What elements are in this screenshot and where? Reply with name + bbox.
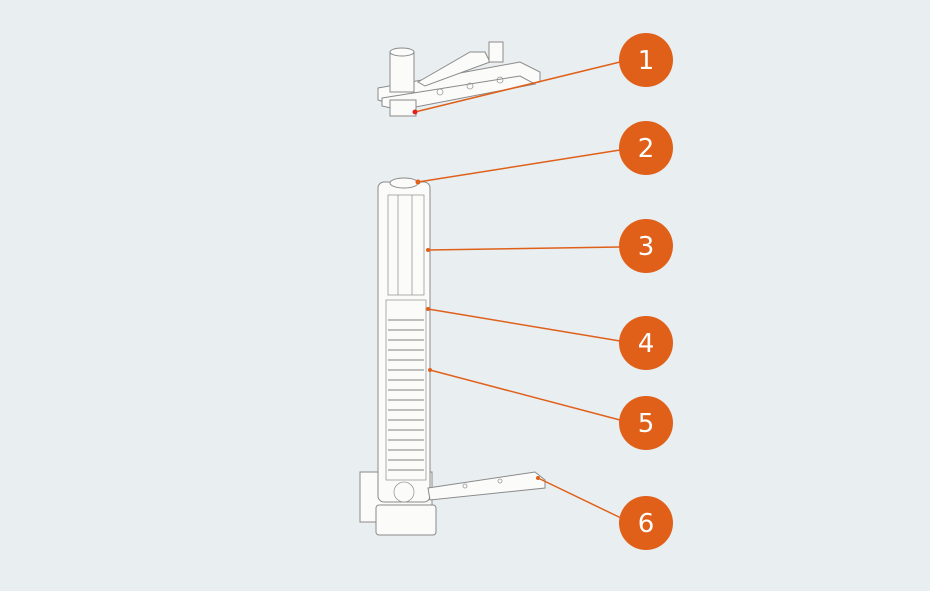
leader-line-6	[537, 477, 622, 519]
svg-text:4: 4	[638, 329, 655, 359]
callout-2: 2	[619, 121, 673, 175]
callout-dot-4	[426, 307, 430, 311]
callout-4: 4	[619, 316, 673, 370]
callout-6: 6	[619, 496, 673, 550]
svg-text:1: 1	[638, 46, 655, 76]
callout-dot-1	[412, 109, 418, 115]
callout-3: 3	[619, 219, 673, 273]
svg-text:3: 3	[638, 232, 655, 262]
leader-line-4	[427, 308, 621, 342]
svg-text:2: 2	[638, 134, 655, 164]
floor-spring-illustration	[359, 177, 546, 536]
callout-1: 1	[619, 33, 673, 87]
leader-line-3	[427, 246, 621, 251]
leader-line-2	[417, 149, 621, 183]
leader-lines	[414, 61, 622, 519]
leader-line-5	[429, 369, 621, 421]
callout-5: 5	[619, 396, 673, 450]
callout-dot-6	[536, 476, 540, 480]
callout-dot-3	[426, 248, 430, 252]
spring-coils	[388, 319, 424, 471]
top-pivot-illustration	[377, 41, 541, 117]
callout-dot-5	[428, 368, 432, 372]
leader-line-1	[414, 61, 621, 113]
svg-text:5: 5	[638, 409, 655, 439]
svg-text:6: 6	[638, 509, 655, 539]
callout-dot-2	[415, 179, 421, 185]
